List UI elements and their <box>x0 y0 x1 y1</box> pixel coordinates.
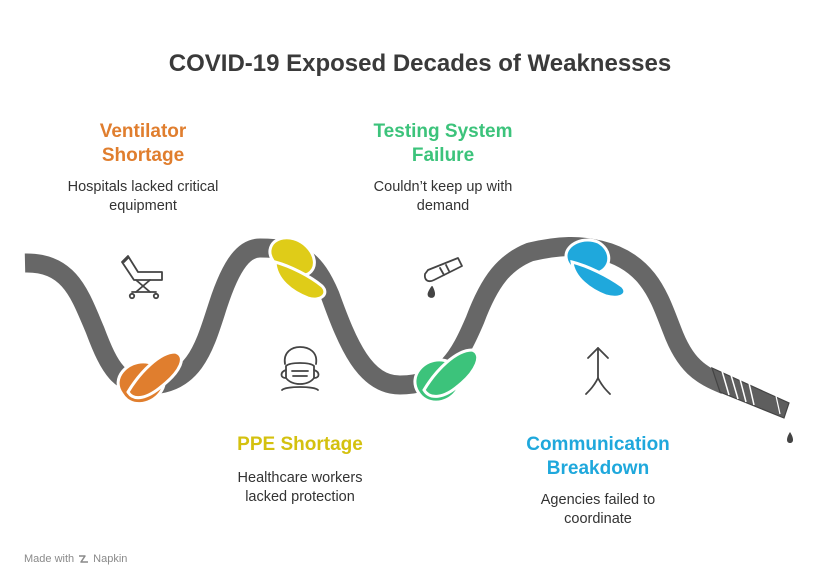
communication-heading-line1: Communication <box>526 434 670 455</box>
testing-desc-line2: demand <box>416 198 470 214</box>
napkin-brand[interactable]: Napkin <box>78 553 127 565</box>
testing-description: Couldn’t keep up with demand <box>343 178 543 216</box>
testing-heading-line2: Failure <box>411 145 475 166</box>
hose-nozzle <box>710 366 793 443</box>
ventilator-heading: Ventilator Shortage <box>48 120 238 168</box>
ppe-desc-line1: Healthcare workers <box>237 470 363 486</box>
ventilator-heading-line1: Ventilator <box>99 121 187 142</box>
ventilator-block: Ventilator Shortage Hospitals lacked cri… <box>48 120 238 216</box>
communication-description: Agencies failed to coordinate <box>498 491 698 529</box>
test-tube-icon <box>423 257 463 298</box>
stretcher-icon <box>121 255 163 300</box>
communication-desc-line1: Agencies failed to <box>540 492 656 508</box>
testing-heading: Testing System Failure <box>343 120 543 168</box>
ppe-block: PPE Shortage Healthcare workers lacked p… <box>200 433 400 507</box>
ventilator-knot <box>116 350 183 406</box>
communication-heading: Communication Breakdown <box>498 433 698 481</box>
footer: Made with Napkin <box>24 553 127 565</box>
testing-heading-line1: Testing System <box>373 121 513 142</box>
page-title: COVID-19 Exposed Decades of Weaknesses <box>168 50 672 77</box>
ppe-heading-line1: PPE Shortage <box>237 434 363 455</box>
napkin-logo-icon <box>79 555 89 563</box>
ventilator-desc-line2: equipment <box>109 198 177 214</box>
ventilator-heading-line2: Shortage <box>101 145 185 166</box>
ppe-desc-line2: lacked protection <box>245 489 355 505</box>
ppe-knot <box>268 236 327 301</box>
napkin-brand-label: Napkin <box>93 553 128 565</box>
testing-block: Testing System Failure Couldn’t keep up … <box>343 120 543 216</box>
ventilator-description: Hospitals lacked critical equipment <box>48 178 238 216</box>
communication-heading-line2: Breakdown <box>546 458 650 479</box>
communication-block: Communication Breakdown Agencies failed … <box>498 433 698 529</box>
testing-knot <box>413 348 480 404</box>
water-drop-icon <box>787 432 793 443</box>
ppe-description: Healthcare workers lacked protection <box>200 469 400 507</box>
face-mask-icon <box>280 346 320 391</box>
ventilator-desc-line1: Hospitals lacked critical <box>67 179 219 195</box>
testing-desc-line1: Couldn’t keep up with <box>373 179 513 195</box>
ppe-heading: PPE Shortage <box>200 433 400 457</box>
communication-desc-line2: coordinate <box>564 511 632 527</box>
made-with-label: Made with <box>24 553 75 565</box>
split-arrow-icon <box>585 347 611 395</box>
communication-knot <box>564 238 627 299</box>
